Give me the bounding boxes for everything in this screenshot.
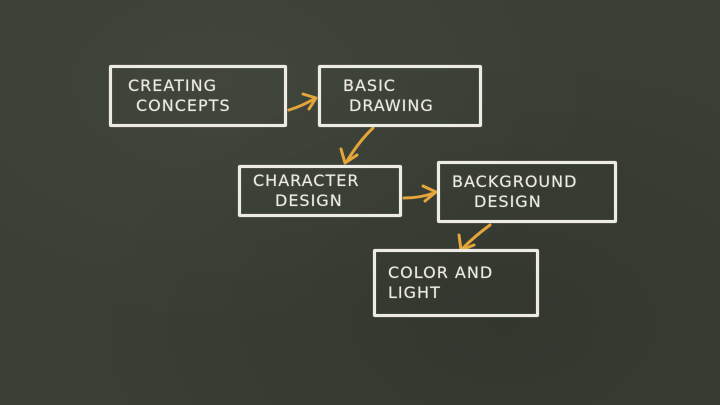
node-color-and-light: COLOR AND LIGHT [373, 249, 539, 317]
node-basic-drawing-line1: BASIC [343, 76, 396, 95]
arrow-creating-to-basic [287, 92, 318, 112]
node-creating-concepts-line2: CONCEPTS [136, 96, 231, 115]
node-character-design-line2: DESIGN [275, 191, 343, 210]
node-creating-concepts-line1: CREATING [128, 76, 217, 95]
node-color-and-light-line1: COLOR AND [388, 263, 494, 282]
node-background-design-line1: BACKGROUND [452, 172, 578, 191]
node-character-design-line1: CHARACTER [253, 171, 360, 190]
node-color-and-light-line2: LIGHT [388, 283, 441, 302]
arrow-character-to-background [402, 184, 438, 203]
arrow-basic-to-character [339, 126, 375, 165]
node-background-design-line2: DESIGN [474, 192, 542, 211]
node-basic-drawing: BASIC DRAWING [318, 65, 482, 127]
node-basic-drawing-line2: DRAWING [349, 96, 434, 115]
node-character-design: CHARACTER DESIGN [238, 165, 402, 217]
arrow-background-to-color [457, 223, 492, 252]
node-background-design: BACKGROUND DESIGN [437, 161, 617, 223]
node-creating-concepts: CREATING CONCEPTS [109, 65, 287, 127]
